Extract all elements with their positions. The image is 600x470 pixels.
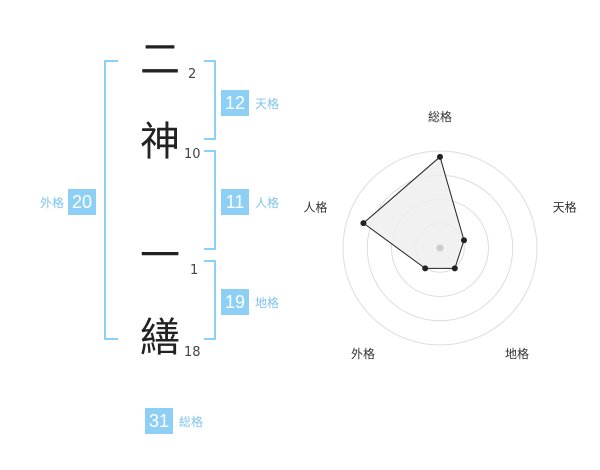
name-char-2: 神 [140, 119, 180, 165]
gaikaku-bracket [104, 60, 118, 340]
soukaku-value: 31 [145, 408, 173, 434]
radar-point-2 [460, 237, 467, 244]
chikaku-label: 地格 [255, 295, 280, 310]
stroke-count-4: 18 [184, 345, 201, 360]
radar-point-5 [360, 220, 367, 227]
radar-data-polygon [362, 155, 465, 269]
stroke-count-3: 1 [190, 263, 199, 278]
stroke-count-1: 2 [188, 67, 197, 82]
radar-grid-ring [342, 150, 538, 346]
gaikaku-badge: 外格 20 [40, 189, 97, 215]
soukaku-badge: 31 総格 [145, 408, 203, 434]
radar-axis-label-2: 天格 [553, 200, 577, 215]
radar-axis-label-3: 地格 [505, 346, 529, 361]
jinkaku-value: 11 [221, 189, 249, 215]
stroke-count-2: 10 [184, 147, 201, 162]
radar-point-3 [451, 265, 458, 272]
name-char-1: 二 [140, 37, 180, 83]
tenkaku-value: 12 [221, 90, 249, 116]
jinkaku-bracket [204, 150, 216, 250]
radar-point-1 [437, 153, 443, 160]
jinkaku-label: 人格 [255, 195, 280, 210]
radar-axis-label-1: 総格 [428, 110, 452, 124]
chikaku-value: 19 [221, 289, 249, 315]
radar-center-point [436, 244, 444, 252]
chikaku-badge: 19 地格 [221, 289, 279, 315]
soukaku-label: 総格 [179, 414, 204, 429]
radar-axis-label-5: 人格 [303, 200, 327, 215]
chikaku-bracket [204, 260, 216, 340]
tenkaku-badge: 12 天格 [221, 90, 279, 116]
radar-axis-label-4: 外格 [351, 346, 375, 361]
tenkaku-bracket [204, 60, 216, 140]
name-char-4: 繕 [140, 315, 180, 361]
radar-point-4 [422, 265, 429, 272]
name-char-3: 一 [140, 233, 180, 279]
gaikaku-value: 20 [68, 189, 97, 215]
tenkaku-label: 天格 [255, 96, 280, 111]
gaikaku-label: 外格 [40, 195, 65, 210]
jinkaku-badge: 11 人格 [221, 189, 279, 215]
